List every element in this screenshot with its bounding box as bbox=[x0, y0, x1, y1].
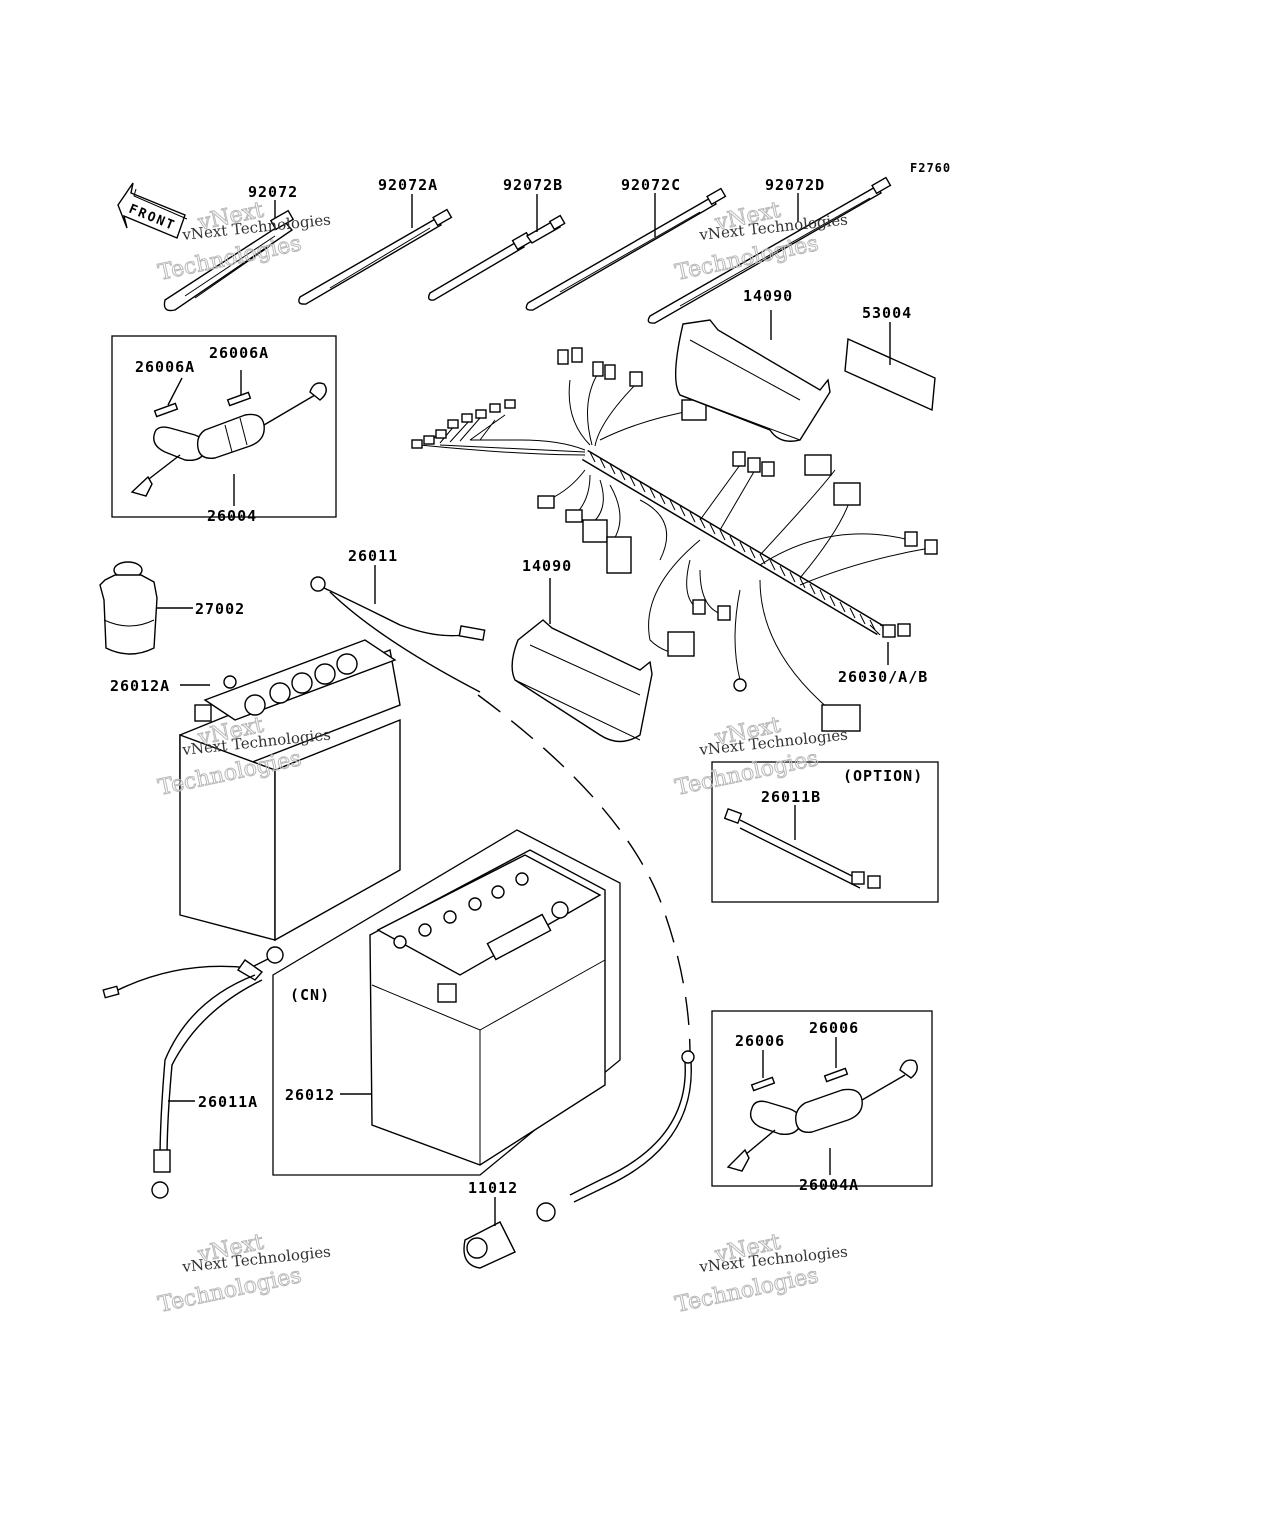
cable-tie-92072D bbox=[647, 176, 892, 324]
battery-cable-26011A bbox=[102, 946, 284, 1199]
cable-tie-92072B bbox=[427, 194, 566, 301]
label-53004: 53004 bbox=[862, 304, 912, 322]
label-sticker-53004 bbox=[844, 322, 936, 412]
battery-26012 bbox=[340, 849, 606, 1166]
label-26004A: 26004A bbox=[799, 1176, 859, 1194]
label-26030: 26030/A/B bbox=[838, 668, 928, 686]
label-26012A: 26012A bbox=[110, 677, 170, 695]
svg-text:Technologies: Technologies bbox=[673, 1263, 821, 1318]
cable-tie-92072A bbox=[298, 194, 453, 305]
label-11012: 11012 bbox=[468, 1179, 518, 1197]
label-92072A: 92072A bbox=[378, 176, 438, 194]
label-92072D: 92072D bbox=[765, 176, 825, 194]
cover-14090-bottom bbox=[511, 578, 653, 743]
label-14090-bottom: 14090 bbox=[522, 557, 572, 575]
fuse-kit-box bbox=[111, 335, 337, 518]
label-26011A: 26011A bbox=[198, 1093, 258, 1111]
label-26006A-left: 26006A bbox=[135, 358, 195, 376]
label-26012: 26012 bbox=[285, 1086, 335, 1104]
svg-text:Technologies: Technologies bbox=[156, 1263, 304, 1318]
option-box bbox=[711, 761, 939, 903]
cable-26011B bbox=[723, 805, 881, 889]
battery-26012A bbox=[179, 639, 401, 942]
fuse-holder-26004A bbox=[726, 1037, 918, 1175]
label-option: (OPTION) bbox=[843, 767, 923, 785]
battery-cable-26011 bbox=[310, 565, 486, 693]
label-26006A-right: 26006A bbox=[209, 344, 269, 362]
label-26011: 26011 bbox=[348, 547, 398, 565]
label-92072C: 92072C bbox=[621, 176, 681, 194]
cable-tie-92072C bbox=[525, 187, 727, 311]
label-92072: 92072 bbox=[248, 183, 298, 201]
figure-code: F2760 bbox=[910, 161, 951, 175]
cable-tie-92072 bbox=[163, 200, 295, 312]
label-26011B: 26011B bbox=[761, 788, 821, 806]
guide-dashed-line bbox=[477, 694, 691, 1056]
label-26006-right: 26006 bbox=[809, 1019, 859, 1037]
front-arrow-icon: FRONT bbox=[117, 182, 188, 239]
cable-and-cap-11012 bbox=[463, 1050, 695, 1269]
cn-box bbox=[272, 829, 621, 1176]
cover-14090-top bbox=[674, 310, 831, 442]
label-14090-top: 14090 bbox=[743, 287, 793, 305]
label-26004: 26004 bbox=[207, 507, 257, 525]
svg-text:Technologies: Technologies bbox=[673, 231, 821, 286]
fuse-holder-26004 bbox=[130, 370, 327, 506]
label-26006-left: 26006 bbox=[735, 1032, 785, 1050]
svg-text:Technologies: Technologies bbox=[156, 231, 304, 286]
label-cn: (CN) bbox=[290, 986, 330, 1004]
fuse-kit-box-2 bbox=[711, 1010, 933, 1187]
label-27002: 27002 bbox=[195, 600, 245, 618]
starter-relay-27002 bbox=[99, 561, 193, 655]
wire-harness bbox=[411, 347, 938, 732]
label-92072B: 92072B bbox=[503, 176, 563, 194]
